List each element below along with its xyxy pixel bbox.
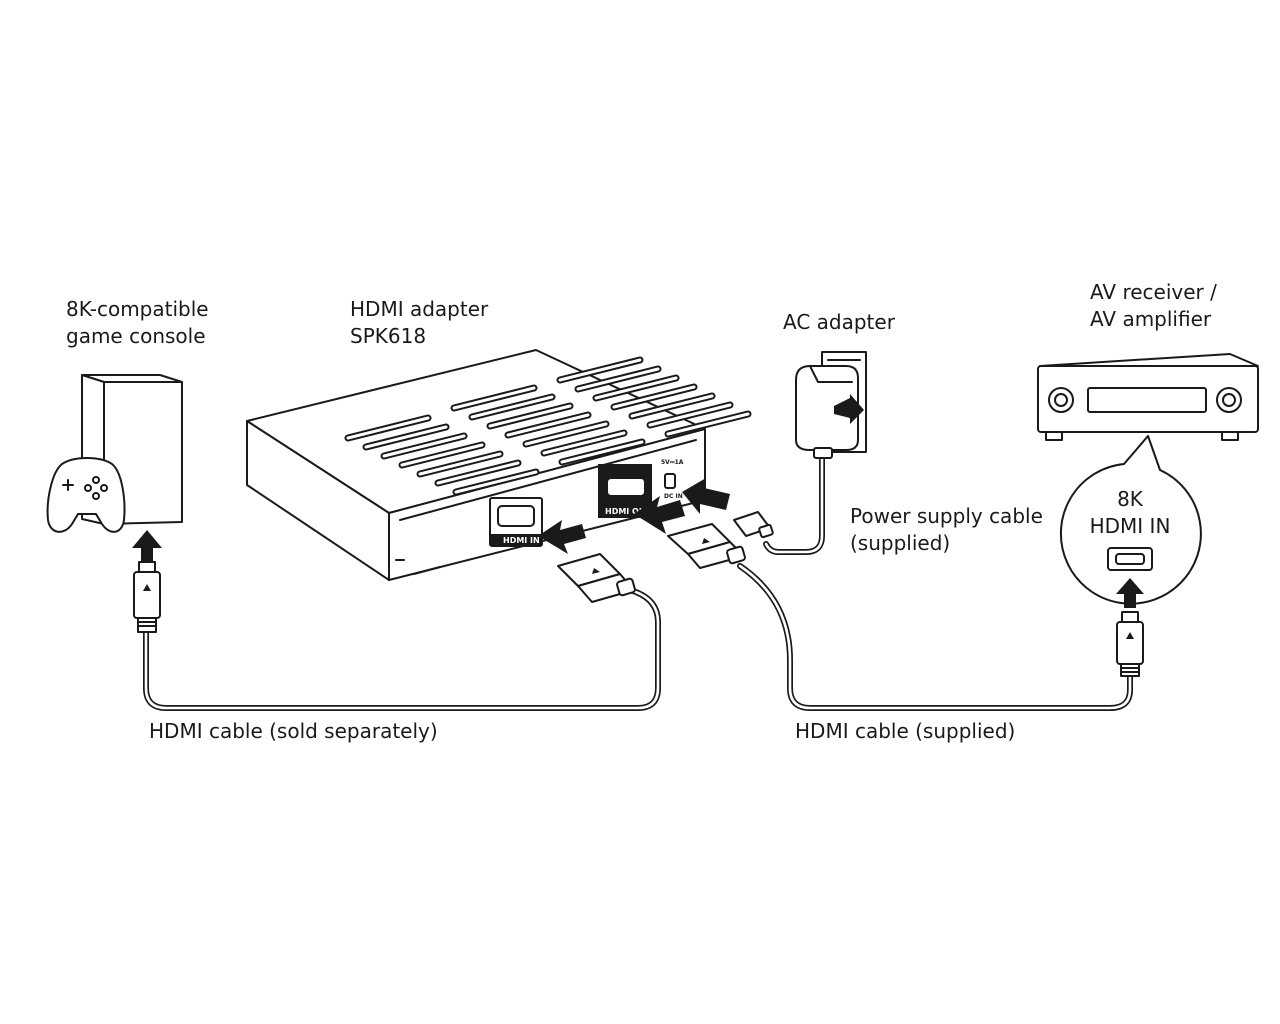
arrow-into-outlet-icon	[834, 394, 864, 424]
power-cable-label-line1: Power supply cable	[850, 504, 1043, 528]
vent-slot-inner	[470, 395, 554, 419]
hdmi-out-port-label: HDMI OUT	[605, 507, 651, 516]
vent-slot-inner	[436, 461, 520, 485]
receiver-hdmi-port-icon	[1107, 547, 1153, 571]
power-cable-label-line2: (supplied)	[850, 531, 950, 555]
av-receiver	[1037, 353, 1259, 441]
vent-slot-inner	[418, 452, 502, 476]
dc-in-label: DC IN	[664, 493, 683, 500]
arrow-into-dc-in-icon	[682, 478, 730, 514]
adapter-label-line1: HDMI adapter	[350, 297, 489, 321]
console-label-line1: 8K-compatible	[66, 297, 209, 321]
arrow-up-receiver-icon	[1116, 578, 1144, 608]
hdmi-in-port-label: HDMI IN	[503, 536, 540, 545]
vent-slot-inner	[524, 422, 608, 446]
vent-slot-inner	[560, 440, 644, 464]
ac-adapter-label: AC adapter	[783, 310, 896, 334]
vent-slot-inner	[346, 416, 430, 440]
vent-slot-inner	[576, 367, 660, 391]
hdmi-plug-console	[133, 561, 161, 633]
vent-slot-inner	[666, 412, 750, 436]
vent-slot-inner	[612, 385, 696, 409]
hdmi-cable-right	[737, 563, 1133, 711]
vent-slot-inner	[558, 358, 642, 382]
power-supply-cable	[763, 453, 825, 555]
hdmi-in-port: HDMI IN	[489, 497, 543, 547]
vent-slot-inner	[488, 404, 572, 428]
power-rating-label: 5V⎓1A	[661, 459, 684, 466]
vent-slot-inner	[594, 376, 678, 400]
hdmi-cable-left	[143, 587, 661, 711]
vent-slot-inner	[542, 431, 626, 455]
hdmi-cable-left-label: HDMI cable (sold separately)	[149, 719, 438, 743]
vent-slot-inner	[364, 425, 448, 449]
vent-slot-inner	[454, 470, 538, 494]
vent-slot-inner	[648, 403, 732, 427]
dc-plug	[733, 511, 774, 539]
console-label-line2: game console	[66, 324, 206, 348]
hdmi-cable-right-label: HDMI cable (supplied)	[795, 719, 1015, 743]
hdmi-plug-adapter-in	[557, 553, 636, 603]
arrow-into-hdmi-out-icon	[634, 496, 685, 534]
receiver-label-line1: AV receiver /	[1090, 280, 1217, 304]
hdmi-plug-receiver	[1116, 611, 1144, 677]
dc-in-port: 5V⎓1A DC IN	[661, 459, 684, 500]
vent-slot-inner	[400, 443, 484, 467]
bubble-label-hdmi-in: HDMI IN	[1090, 514, 1171, 538]
hdmi-out-port: HDMI OUT	[598, 464, 652, 518]
receiver-label-line2: AV amplifier	[1090, 307, 1212, 331]
vent-slot-inner	[452, 386, 536, 410]
gamepad-icon	[46, 457, 126, 533]
vent-slot-inner	[382, 434, 466, 458]
vent-slots	[344, 356, 752, 496]
arrow-up-icon	[132, 530, 162, 562]
bubble-label-8k: 8K	[1117, 487, 1144, 511]
vent-slot-inner	[506, 413, 590, 437]
adapter-label-line2: SPK618	[350, 324, 426, 348]
vent-slot-inner	[630, 394, 714, 418]
arrow-into-hdmi-in-icon	[538, 520, 586, 554]
hdmi-plug-adapter-out	[667, 523, 746, 569]
